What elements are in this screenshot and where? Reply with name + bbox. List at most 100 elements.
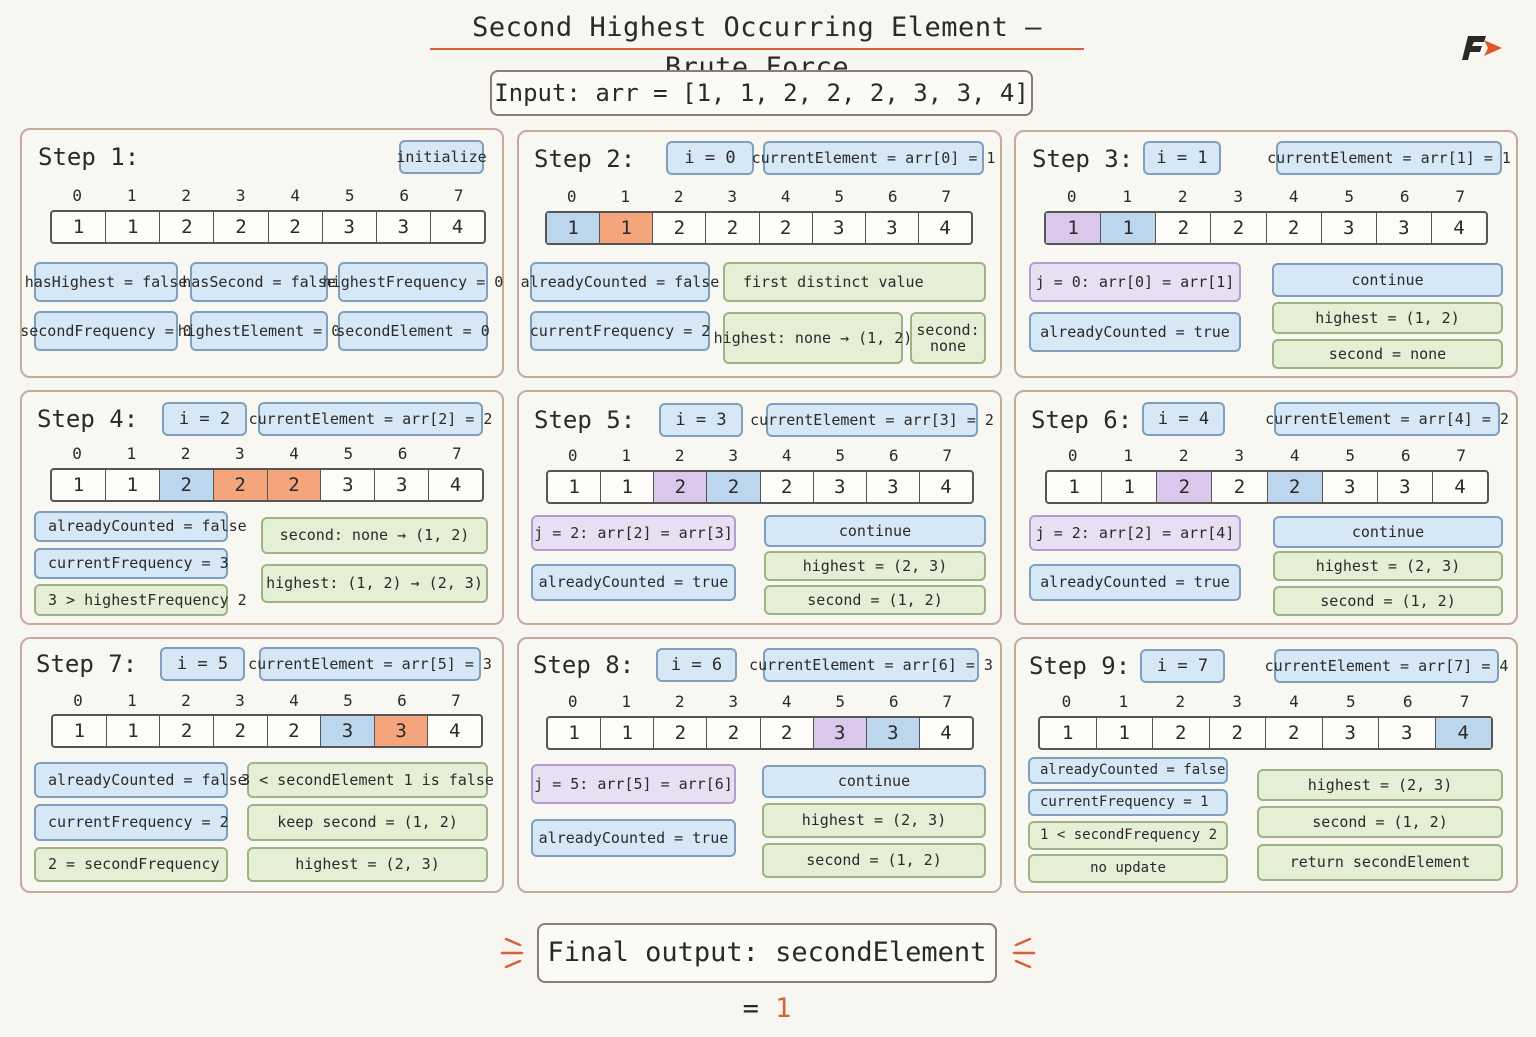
step-1-note: highestElement = 0 [178, 311, 340, 351]
array-cell: 3 [1377, 213, 1432, 243]
array-cell: 1 [548, 718, 602, 748]
array-cell: 3 [377, 212, 431, 242]
step-9-title: Step 9: [1029, 652, 1131, 680]
right-spark-icon [1012, 937, 1036, 969]
array-cell: 4 [939, 217, 951, 239]
step-3-title: Step 3: [1032, 145, 1134, 173]
step-9-note: alreadyCounted = false [1028, 757, 1228, 784]
step-9-note: second = (1, 2) [1257, 806, 1503, 838]
step-9-note: 1 < secondFrequency 2 [1028, 821, 1228, 850]
step-8-note: highest = (2, 3) [762, 803, 986, 838]
array-cell: 1 [1102, 472, 1158, 502]
array-cell: 2 [760, 213, 813, 243]
array-cell: 2 [214, 212, 269, 242]
step-4-note: 3 > highestFrequency 2 [34, 584, 247, 616]
step-6-i: i = 4 [1142, 402, 1225, 436]
array-cell: 4 [1435, 718, 1491, 748]
input-array-box: Input: arr = [1, 1, 2, 2, 2, 3, 3, 4] [490, 70, 1033, 116]
array-cell: 1 [1046, 213, 1102, 243]
array-cell: 2 [1153, 718, 1210, 748]
array-cell: 3 [813, 718, 867, 748]
array-cell: 3 [323, 212, 377, 242]
step-9-note: return secondElement [1257, 844, 1503, 881]
array-cell: 2 [1266, 718, 1323, 748]
array-cell: 4 [940, 722, 952, 744]
array-cell: 2 [159, 470, 214, 500]
step-2-note: second: none [910, 312, 986, 364]
step-6-note: continue [1273, 516, 1503, 548]
array-cell: 3 [321, 716, 375, 746]
step-5-note: j = 2: arr[2] = arr[3] [531, 515, 736, 551]
step-8-note: j = 5: arr[5] = arr[6] [531, 764, 736, 804]
array-cell: 2 [707, 718, 761, 748]
step-3-note: second = none [1272, 339, 1503, 369]
step-1-note: secondFrequency = 0 [20, 311, 192, 351]
step-4-title: Step 4: [37, 405, 139, 433]
array-cell: 2 [269, 212, 323, 242]
step-6-note: j = 2: arr[2] = arr[4] [1029, 515, 1241, 551]
step-6-title: Step 6: [1031, 406, 1133, 434]
array-cell: 2 [1267, 213, 1322, 243]
step-7-title: Step 7: [36, 650, 138, 678]
step-7-note: alreadyCounted = false [34, 762, 247, 798]
step-3-note: highest = (1, 2) [1272, 302, 1503, 334]
step-7-current-element: currentElement = arr[5] = 3 [248, 647, 492, 681]
step-2-note: alreadyCounted = false [521, 262, 719, 302]
step-7-note: 2 = secondFrequency [34, 847, 228, 882]
step-8-note: alreadyCounted = true [531, 819, 736, 857]
array-cell: 1 [601, 718, 655, 748]
final-output-value: 1 [775, 993, 792, 1024]
array-cell: 2 [1212, 472, 1268, 502]
step-2-note: first distinct value [723, 262, 986, 302]
step-8-i: i = 6 [656, 648, 737, 682]
array-cell: 4 [449, 474, 462, 496]
array-cell: 1 [52, 212, 107, 242]
step-1-note: highestFrequency = 0 [323, 262, 503, 302]
array-cell: 2 [1267, 472, 1323, 502]
step-5-note: alreadyCounted = true [531, 564, 736, 601]
step-7-i: i = 5 [160, 647, 245, 681]
array-cell: 2 [267, 470, 322, 500]
array-cell: 3 [1323, 472, 1378, 502]
array-cell: 3 [866, 718, 920, 748]
array-cell: 1 [1040, 718, 1097, 748]
array-cell: 2 [654, 718, 708, 748]
step-5-i: i = 3 [659, 403, 743, 437]
array-cell: 1 [1101, 213, 1157, 243]
array-cell: 4 [1453, 217, 1465, 239]
array-cell: 3 [321, 470, 376, 500]
step-5-note: continue [764, 515, 986, 547]
step-4-note: alreadyCounted = false [34, 511, 247, 542]
array-cell: 4 [1454, 476, 1466, 498]
step-2-i: i = 0 [666, 141, 754, 175]
array-cell: 3 [1323, 718, 1379, 748]
step-4-note: second: none → (1, 2) [261, 517, 488, 554]
step-3-current-element: currentElement = arr[1] = 1 [1267, 141, 1511, 175]
left-spark-icon [500, 937, 524, 969]
array-cell: 3 [866, 213, 919, 243]
step-1-note: hasHighest = false [25, 262, 187, 302]
array-cell: 1 [547, 213, 601, 243]
array-cell: 2 [654, 472, 708, 502]
step-5-note: second = (1, 2) [764, 585, 986, 615]
step-3-note: alreadyCounted = true [1029, 312, 1241, 352]
array-cell: 3 [867, 472, 920, 502]
array-cell: 4 [451, 216, 464, 238]
step-6-note: second = (1, 2) [1273, 586, 1503, 616]
array-cell: 1 [600, 213, 654, 243]
step-8-current-element: currentElement = arr[6] = 3 [749, 648, 993, 682]
array-cell: 2 [1211, 213, 1267, 243]
step-6-current-element: currentElement = arr[4] = 2 [1265, 402, 1509, 436]
step-2-note: highest: none → (1, 2) [714, 312, 912, 364]
step-8-note: continue [762, 765, 986, 798]
